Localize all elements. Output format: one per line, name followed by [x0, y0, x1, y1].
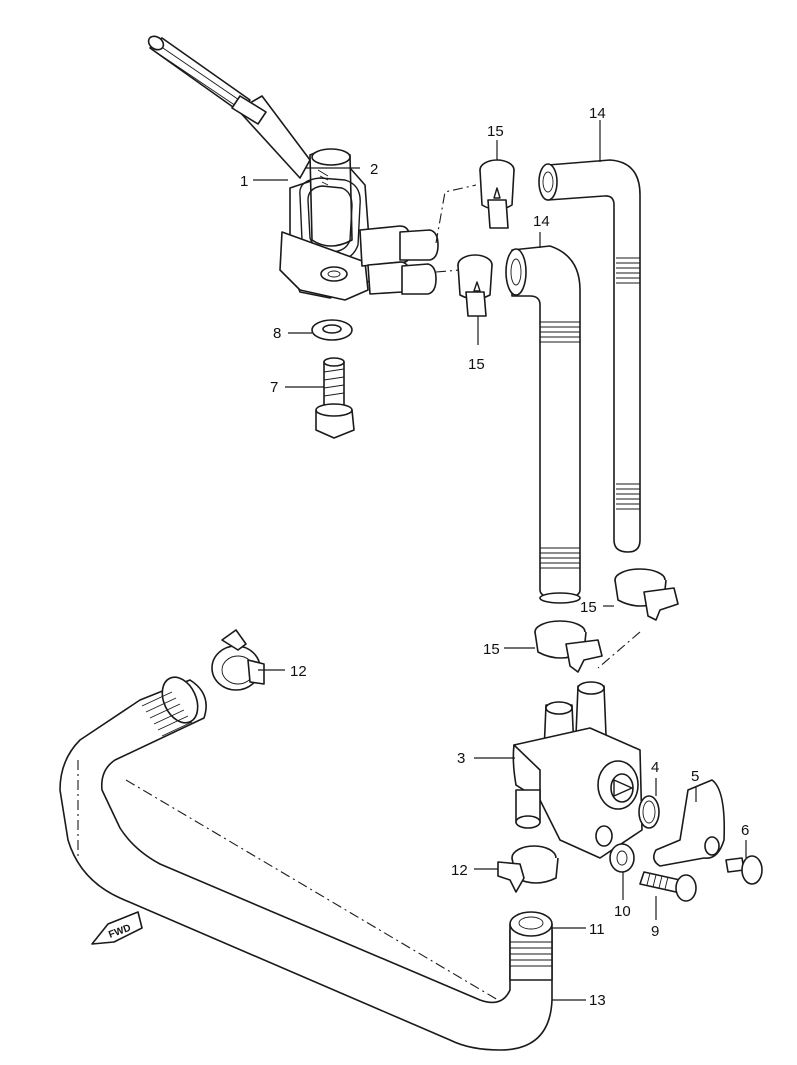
clamp-15-left-lower: [534, 620, 603, 673]
callout-7: 7: [270, 379, 278, 396]
fwd-arrow-icon: FWD: [91, 911, 143, 945]
washer-10: [609, 843, 635, 873]
callout-4: 4: [651, 759, 659, 776]
callout-6: 6: [741, 822, 749, 839]
callouts: 1 2 3 4 5 6 7 8 9 10 11 12 12 13 14 14 1…: [240, 105, 749, 1009]
callout-15-mid: 15: [468, 356, 485, 373]
callout-15-left-lower: 15: [483, 641, 500, 658]
callout-15-right-lower: 15: [580, 599, 597, 616]
callout-8: 8: [273, 325, 281, 342]
callout-5: 5: [691, 768, 699, 785]
callout-1: 1: [240, 173, 248, 190]
callout-14-middle: 14: [533, 213, 550, 230]
lever-5: [652, 779, 726, 867]
clamp-15-upper: [479, 159, 515, 229]
callout-11: 11: [589, 921, 605, 938]
callout-3: 3: [457, 750, 465, 767]
fuel-cock-upper: [147, 35, 439, 301]
screw-6: [725, 855, 763, 885]
callout-13: 13: [589, 992, 606, 1009]
bolt-7: [315, 357, 355, 439]
callout-12-lower: 12: [451, 862, 468, 879]
leader-lines: [253, 120, 747, 1001]
clamp-12-lower: [497, 845, 559, 893]
hose-13: [59, 676, 553, 1051]
callout-2: 2: [370, 161, 378, 178]
callout-10: 10: [614, 903, 631, 920]
callout-9: 9: [651, 923, 659, 940]
clamp-12-upper: [211, 629, 265, 691]
washer-8: [311, 319, 353, 341]
o-ring-4: [638, 795, 660, 829]
callout-12-upper: 12: [290, 663, 307, 680]
hose-14-right: [538, 159, 641, 553]
fuel-valve-3: [512, 681, 643, 859]
connection-line-cock-clamp-upper: [435, 184, 477, 244]
connection-line-cock-clamp-lower: [435, 269, 461, 273]
callout-15-upper: 15: [487, 123, 504, 140]
clamp-15-mid: [457, 254, 493, 317]
callout-14-right: 14: [589, 105, 606, 122]
connection-line-clamp-valve: [597, 631, 641, 669]
hose-14-middle: [505, 245, 581, 604]
screw-9: [639, 871, 697, 902]
clamp-15-right-lower: [614, 568, 679, 621]
